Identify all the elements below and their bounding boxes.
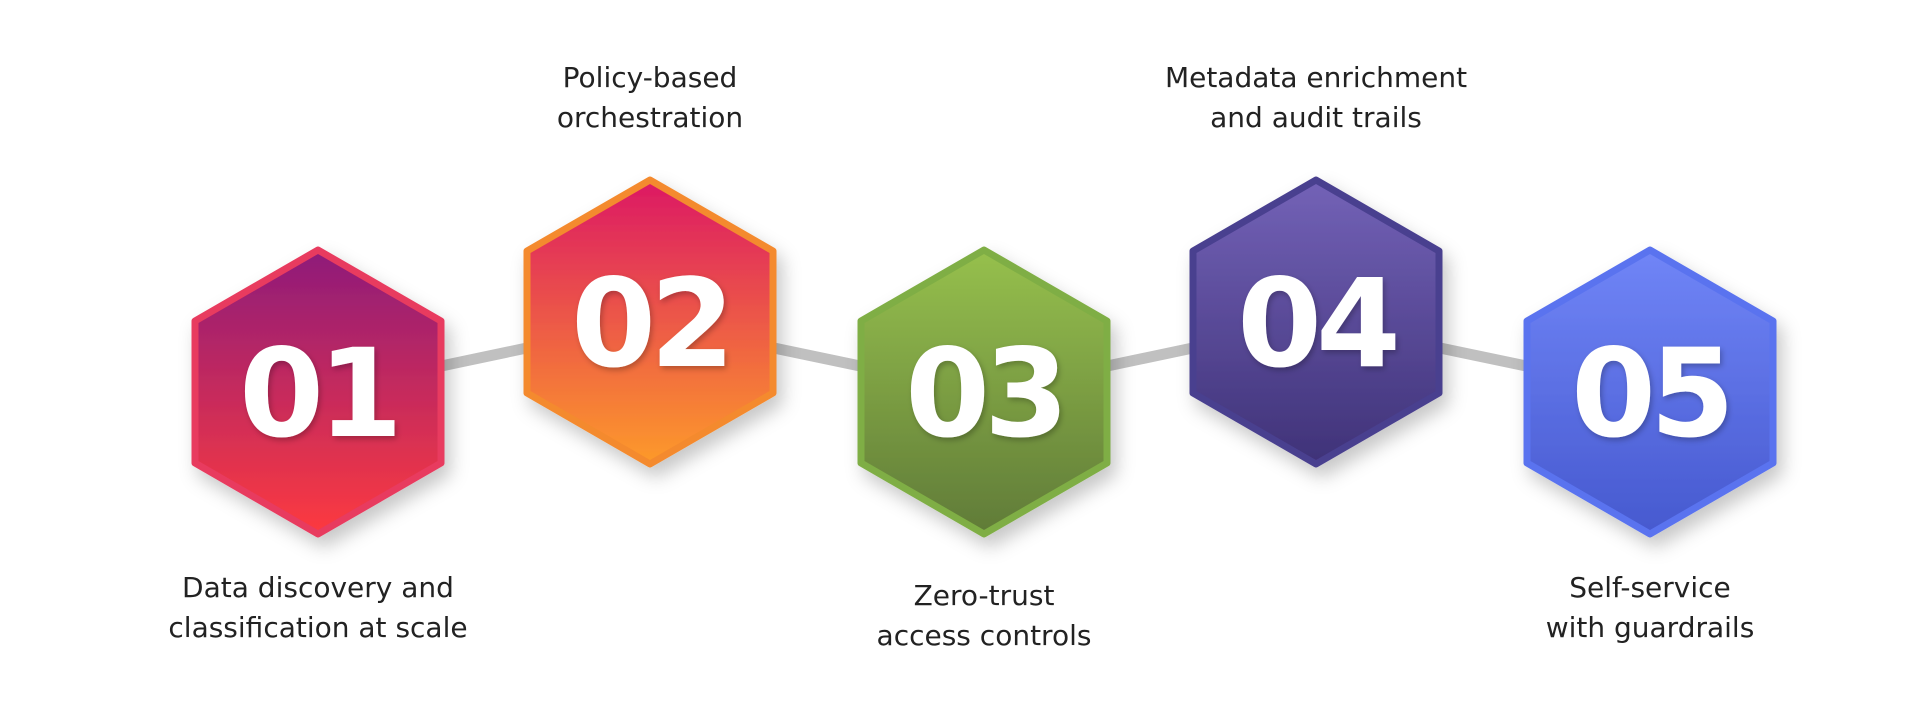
step-4: 04 bbox=[1189, 176, 1443, 468]
step-5: 05 bbox=[1523, 246, 1777, 538]
step-2-caption: Policy-based orchestration bbox=[440, 58, 860, 138]
step-5-number: 05 bbox=[1571, 323, 1729, 465]
step-1: 01 bbox=[191, 246, 445, 538]
step-4-caption: Metadata enrichment and audit trails bbox=[1106, 58, 1526, 138]
step-2-caption-line-1: Policy-based bbox=[562, 61, 738, 94]
step-2-hexagon bbox=[523, 176, 777, 468]
step-4-caption-line-1: Metadata enrichment bbox=[1164, 61, 1468, 94]
step-3: 03 bbox=[857, 246, 1111, 538]
step-1-hexagon bbox=[191, 246, 445, 538]
step-4-hexagon bbox=[1189, 176, 1443, 468]
step-5-hexagon bbox=[1523, 246, 1777, 538]
step-5-caption-line-2: with guardrails bbox=[1545, 611, 1755, 644]
step-2: 02 bbox=[523, 176, 777, 468]
step-1-number: 01 bbox=[239, 323, 397, 465]
step-4-caption-line-2: and audit trails bbox=[1210, 101, 1422, 134]
step-2-number: 02 bbox=[571, 253, 729, 395]
step-1-caption: Data discovery and classification at scal… bbox=[108, 568, 528, 648]
step-3-caption: Zero-trust access controls bbox=[774, 576, 1194, 656]
step-1-caption-line-2: classification at scale bbox=[168, 611, 468, 644]
step-3-caption-line-1: Zero-trust bbox=[913, 579, 1055, 612]
step-3-number: 03 bbox=[905, 323, 1063, 465]
step-5-caption: Self-service with guardrails bbox=[1440, 568, 1860, 648]
step-3-caption-line-2: access controls bbox=[876, 619, 1092, 652]
step-5-caption-line-1: Self-service bbox=[1569, 571, 1731, 604]
step-1-caption-line-1: Data discovery and bbox=[182, 571, 454, 604]
step-4-number: 04 bbox=[1237, 253, 1396, 395]
step-2-caption-line-2: orchestration bbox=[556, 101, 744, 134]
step-3-hexagon bbox=[857, 246, 1111, 538]
hexagon-steps: 01 02 03 04 05 bbox=[191, 176, 1777, 538]
